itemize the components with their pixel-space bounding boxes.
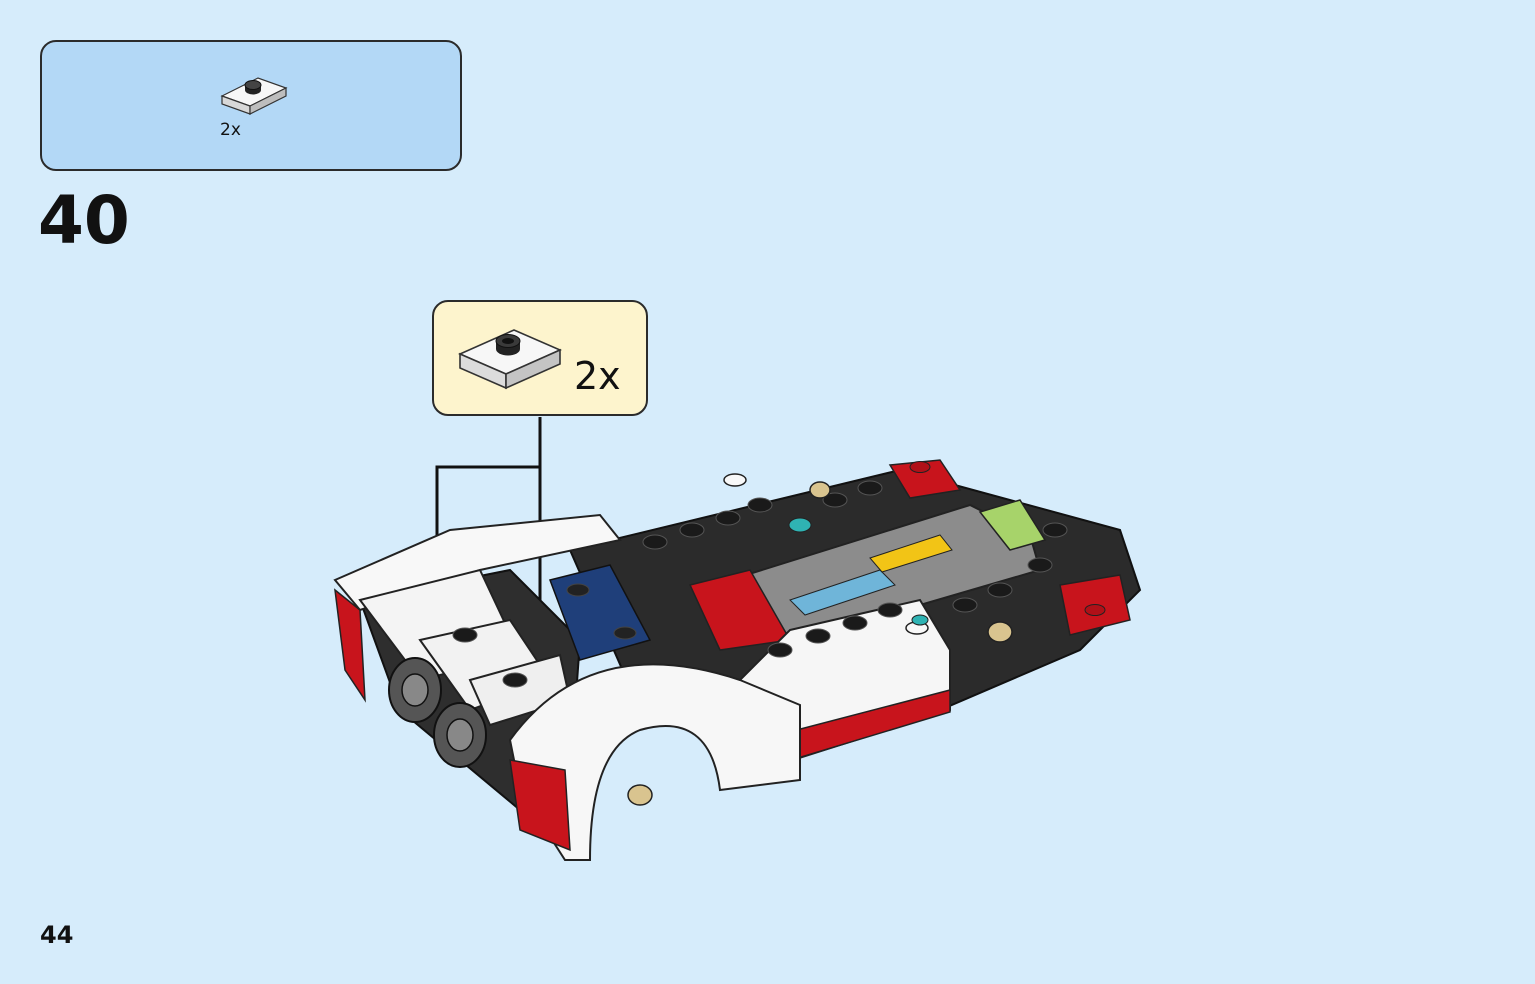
white-1x2-jumper-plate-icon	[220, 77, 288, 115]
page-number: 44	[40, 921, 74, 949]
white-1x2-jumper-plate-icon	[458, 329, 562, 390]
white-race-car-model-icon	[333, 459, 1142, 861]
step-number: 40	[38, 182, 130, 259]
parts-list-box: 2x	[40, 40, 462, 171]
sub-step-callout: 2x	[432, 300, 648, 416]
parts-quantity-label: 2x	[220, 120, 241, 140]
callout-quantity-label: 2x	[574, 354, 621, 398]
